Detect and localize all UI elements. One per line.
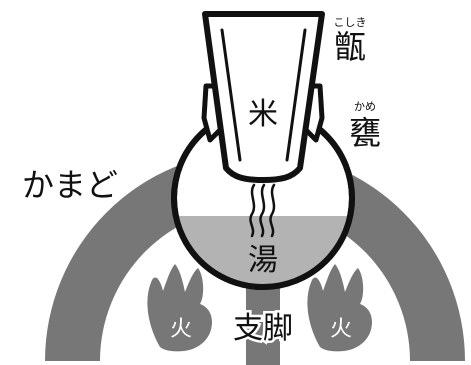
hot-water-label: 湯 [248, 243, 278, 278]
koshiki-inner-right [285, 28, 307, 162]
kame-reading: かめ [354, 100, 376, 113]
support-leg [246, 286, 280, 365]
fire-right-shape [307, 264, 372, 352]
koshiki-label: 甑 [334, 28, 366, 66]
steam-line-2 [259, 183, 266, 238]
steam-line-3 [269, 183, 276, 238]
koshiki-reading: こしき [334, 16, 367, 29]
kamado-label: かまど [22, 166, 118, 204]
fire-left-shape [147, 264, 212, 352]
steam-line-1 [249, 183, 256, 238]
rice-label: 米 [248, 97, 278, 132]
kame-label: 甕 [349, 114, 381, 152]
koshiki-inner-left [220, 28, 242, 162]
support-leg-label: 支脚 [233, 311, 293, 346]
fire-left-label: 火 [170, 317, 192, 342]
koshiki-steamer [202, 11, 325, 183]
kamado-arch [45, 151, 465, 361]
fire-right-label: 火 [330, 317, 352, 342]
